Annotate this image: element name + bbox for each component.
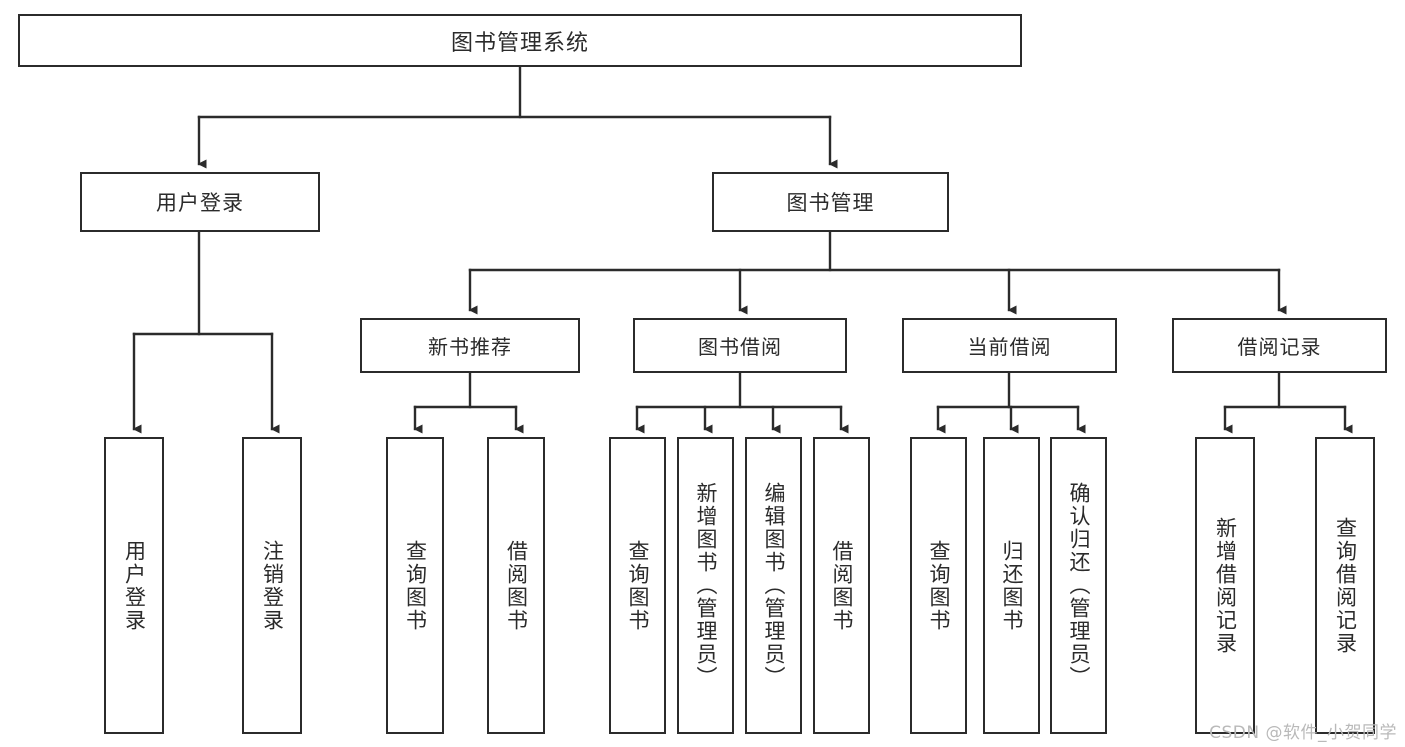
node-new-book-recommend[interactable]: 新书推荐 (360, 318, 580, 373)
node-current-borrow[interactable]: 当前借阅 (902, 318, 1117, 373)
node-new-book-recommend-label: 新书推荐 (428, 335, 512, 359)
node-leaf-add-record-label: 新增借阅记录 (1213, 516, 1238, 655)
node-leaf-return-book[interactable]: 归还图书 (983, 437, 1040, 734)
node-root-label: 图书管理系统 (450, 30, 589, 56)
node-leaf-query-book-2[interactable]: 查询图书 (609, 437, 666, 734)
node-leaf-query-book-2-label: 查询图书 (626, 539, 650, 632)
node-leaf-user-logout[interactable]: 注销登录 (242, 437, 302, 734)
node-book-borrow[interactable]: 图书借阅 (633, 318, 847, 373)
node-leaf-borrow-book-2[interactable]: 借阅图书 (813, 437, 870, 734)
node-leaf-query-record[interactable]: 查询借阅记录 (1315, 437, 1375, 734)
node-leaf-query-record-label: 查询借阅记录 (1333, 516, 1358, 655)
node-leaf-query-book-1-label: 查询图书 (403, 539, 428, 632)
node-user-login-label: 用户登录 (156, 191, 244, 215)
csdn-watermark: CSDN @软件_小贺同学 (1209, 723, 1397, 743)
node-leaf-edit-book-label: 编辑图书（管理员） (762, 482, 786, 689)
node-leaf-user-login-label: 用户登录 (122, 539, 147, 632)
node-leaf-add-record[interactable]: 新增借阅记录 (1195, 437, 1255, 734)
node-leaf-add-book-label: 新增图书（管理员） (694, 482, 718, 689)
node-leaf-borrow-book-1-label: 借阅图书 (504, 539, 529, 632)
node-leaf-query-book-3[interactable]: 查询图书 (910, 437, 967, 734)
node-leaf-edit-book[interactable]: 编辑图书（管理员） (745, 437, 802, 734)
node-leaf-borrow-book-2-label: 借阅图书 (830, 539, 854, 632)
node-current-borrow-label: 当前借阅 (967, 335, 1052, 359)
node-leaf-confirm-return[interactable]: 确认归还（管理员） (1050, 437, 1107, 734)
node-leaf-confirm-return-label: 确认归还（管理员） (1067, 482, 1091, 689)
node-leaf-user-login[interactable]: 用户登录 (104, 437, 164, 734)
node-borrow-record-label: 借阅记录 (1237, 335, 1322, 359)
node-root[interactable]: 图书管理系统 (18, 14, 1022, 67)
node-book-manage-label: 图书管理 (786, 191, 875, 215)
node-book-borrow-label: 图书借阅 (698, 335, 782, 359)
node-leaf-user-logout-label: 注销登录 (260, 539, 285, 632)
node-leaf-return-book-label: 归还图书 (1000, 539, 1024, 632)
node-leaf-query-book-3-label: 查询图书 (927, 539, 951, 632)
node-leaf-query-book-1[interactable]: 查询图书 (386, 437, 444, 734)
node-leaf-borrow-book-1[interactable]: 借阅图书 (487, 437, 545, 734)
node-user-login[interactable]: 用户登录 (80, 172, 320, 232)
node-leaf-add-book[interactable]: 新增图书（管理员） (677, 437, 734, 734)
node-book-manage[interactable]: 图书管理 (712, 172, 949, 232)
node-borrow-record[interactable]: 借阅记录 (1172, 318, 1387, 373)
